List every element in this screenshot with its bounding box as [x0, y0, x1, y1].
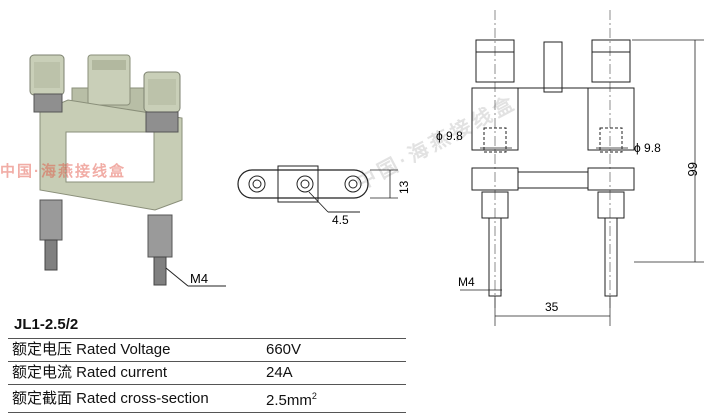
front-view-drawing: ϕ 9.8 ϕ 9.8 66 M4 35 — [436, 10, 704, 326]
hole-center-inner — [300, 179, 310, 189]
hole-center — [296, 175, 314, 193]
front-right-nut — [597, 191, 625, 219]
spec-row: 额定截面 Rated cross-section 2.5mm2 — [8, 384, 406, 413]
hole-dim-leader — [308, 191, 329, 213]
watermark: 中国·海燕接线盒 — [0, 163, 126, 180]
hole-dim-label: 4.5 — [332, 213, 349, 227]
left-washer-stack — [33, 93, 63, 113]
right-thread-rod — [153, 256, 167, 286]
height-label: 66 — [685, 162, 700, 176]
spec-row: 额定电流 Rated current 24A — [8, 361, 406, 385]
front-left-hidden-bore — [483, 127, 507, 153]
spec-label: 额定电流 Rated current — [8, 361, 262, 385]
product-photo: M4 — [29, 54, 226, 287]
bridge-window — [65, 131, 155, 183]
front-right-rod — [604, 217, 618, 297]
m4-callout-label: M4 — [190, 271, 208, 286]
right-washer-stack — [145, 111, 179, 133]
height-dim-label: 13 — [397, 180, 411, 194]
front-lower-right — [587, 167, 635, 191]
spec-value: 660V — [262, 338, 406, 362]
spec-label: 额定电压 Rated Voltage — [8, 338, 262, 362]
front-right-cap — [591, 39, 631, 83]
link-plate-outline — [237, 169, 369, 199]
hole-left-inner — [252, 179, 262, 189]
left-screw-body — [39, 199, 63, 241]
front-left-cap — [475, 39, 515, 83]
link-plate-drawing: 13 4.5 — [237, 165, 411, 227]
spec-value: 2.5mm — [266, 392, 312, 409]
hole-right-inner — [348, 179, 358, 189]
spec-table: 额定电压 Rated Voltage 660V 额定电流 Rated curre… — [8, 338, 406, 413]
left-terminal-knurl — [34, 62, 60, 88]
front-right-body — [587, 87, 635, 151]
hole-right — [344, 175, 362, 193]
spec-value-sup: 2 — [311, 391, 317, 401]
right-screw-body — [147, 214, 173, 258]
spec-label: 额定截面 Rated cross-section — [8, 384, 262, 413]
link-plate-center-block — [277, 165, 319, 203]
model-title: JL1-2.5/2 — [14, 316, 79, 333]
thread-label: M4 — [458, 275, 475, 289]
dia-left-label: ϕ 9.8 — [436, 129, 463, 143]
front-center-post — [543, 41, 563, 93]
front-right-hidden-bore — [599, 127, 623, 153]
spec-value-wrap: 2.5mm2 — [262, 384, 406, 413]
right-terminal-knurl — [148, 79, 176, 105]
spec-value: 24A — [262, 361, 406, 385]
left-thread-rod — [44, 239, 58, 271]
width-label: 35 — [545, 300, 559, 314]
hole-left — [248, 175, 266, 193]
spec-row: 额定电压 Rated Voltage 660V — [8, 338, 406, 362]
front-lower-bridge — [517, 171, 589, 189]
center-cap-slot — [92, 60, 126, 70]
front-left-body — [471, 87, 519, 151]
m4-leader-line — [165, 267, 189, 287]
dia-right-label: ϕ 9.8 — [634, 141, 661, 155]
